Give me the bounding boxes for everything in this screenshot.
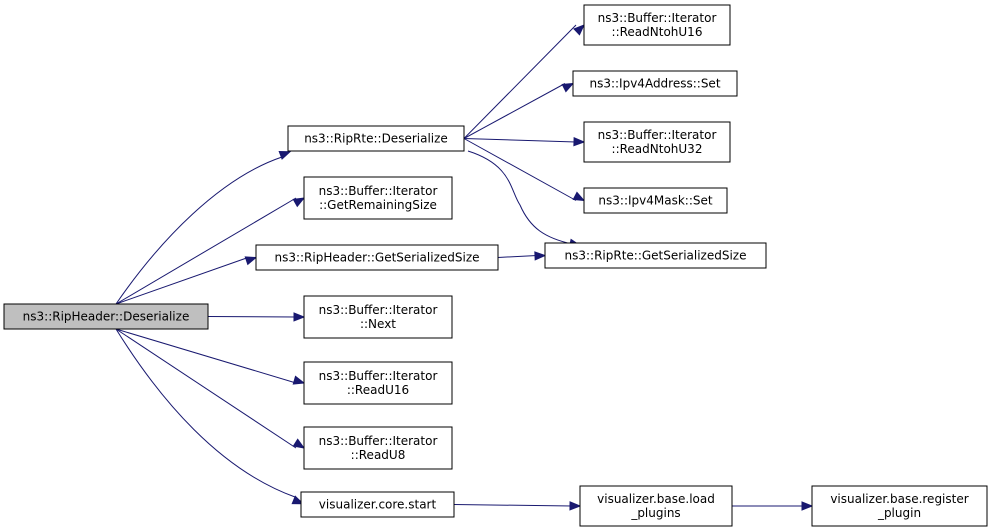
node-box: [572, 70, 738, 97]
edges-layer: [115, 24, 814, 511]
node-get-remaining-size[interactable]: ns3::Buffer::Iterator::GetRemainingSize: [303, 176, 453, 220]
node-register-plugin[interactable]: visualizer.base.register_plugin: [811, 485, 988, 527]
node-label-line: ns3::RipHeader::Deserialize: [23, 310, 190, 324]
node-label-line: ns3::Buffer::Iterator: [319, 434, 438, 448]
edge-core-start-to-load-plugins: [453, 501, 582, 511]
edge-root-to-get-remaining-size: [115, 197, 306, 305]
node-label-line: ns3::Buffer::Iterator: [319, 303, 438, 317]
node-label-line: visualizer.base.register: [830, 492, 968, 506]
node-box: [255, 244, 499, 271]
edge-riprte-deserialize-to-ipv4mask-set: [463, 138, 586, 202]
node-ipv4mask-set[interactable]: ns3::Ipv4Mask::Set: [583, 187, 728, 214]
edge-root-to-riprte-deserialize: [115, 150, 292, 305]
node-root[interactable]: ns3::RipHeader::Deserialize: [3, 303, 209, 330]
node-label-line: ns3::Buffer::Iterator: [598, 11, 717, 25]
node-box: [583, 4, 731, 46]
node-label-line: ns3::RipHeader::GetSerializedSize: [274, 251, 479, 265]
edge-root-to-core-start: [115, 328, 305, 505]
edge-root-to-next: [207, 312, 306, 322]
node-label-line: ::GetRemainingSize: [319, 198, 437, 212]
node-box: [811, 485, 988, 527]
node-box: [544, 242, 767, 269]
edge-root-to-read-u8: [115, 328, 306, 449]
nodes-layer: ns3::RipHeader::Deserialize ns3::RipRte::…: [3, 4, 988, 527]
node-label-line: ns3::Buffer::Iterator: [598, 128, 717, 142]
node-load-plugins[interactable]: visualizer.base.load_plugins: [579, 485, 733, 527]
node-box: [287, 125, 465, 152]
node-box: [583, 121, 731, 163]
node-riprte-deserialize[interactable]: ns3::RipRte::Deserialize: [287, 125, 465, 152]
node-next[interactable]: ns3::Buffer::Iterator::Next: [303, 295, 453, 339]
node-label-line: _plugins: [630, 506, 680, 520]
node-read-u8[interactable]: ns3::Buffer::Iterator::ReadU8: [303, 426, 453, 470]
node-ipv4address-set[interactable]: ns3::Ipv4Address::Set: [572, 70, 738, 97]
edge-ripheader-get-serialized-size-to-riprte-get-serialized-size: [497, 251, 547, 261]
node-read-ntoh-u16[interactable]: ns3::Buffer::Iterator::ReadNtohU16: [583, 4, 731, 46]
node-label-line: visualizer.base.load: [597, 492, 715, 506]
node-box: [303, 295, 453, 339]
node-ripheader-get-serialized-size[interactable]: ns3::RipHeader::GetSerializedSize: [255, 244, 499, 271]
node-label-line: ::ReadU16: [347, 383, 409, 397]
node-label-line: _plugin: [877, 506, 921, 520]
edge-load-plugins-to-register-plugin: [732, 501, 814, 511]
edge-riprte-deserialize-to-ipv4address-set: [463, 82, 575, 139]
node-box: [3, 303, 209, 330]
node-label-line: ::ReadU8: [351, 448, 406, 462]
node-label-line: ::ReadNtohU32: [612, 142, 703, 156]
node-box: [579, 485, 733, 527]
node-label-line: ns3::Buffer::Iterator: [319, 369, 438, 383]
node-read-ntoh-u32[interactable]: ns3::Buffer::Iterator::ReadNtohU32: [583, 121, 731, 163]
node-read-u16[interactable]: ns3::Buffer::Iterator::ReadU16: [303, 361, 453, 405]
edge-root-to-ripheader-get-serialized-size: [115, 256, 258, 305]
node-label-line: visualizer.core.start: [319, 498, 437, 512]
edge-riprte-deserialize-to-read-ntoh-u32: [463, 136, 586, 147]
node-label-line: ns3::RipRte::Deserialize: [304, 132, 448, 146]
node-box: [303, 361, 453, 405]
node-label-line: ns3::RipRte::GetSerializedSize: [565, 249, 747, 263]
node-box: [303, 176, 453, 220]
edge-riprte-deserialize-to-riprte-get-serialized-size: [467, 150, 582, 248]
edge-riprte-deserialize-to-read-ntoh-u16: [463, 24, 585, 139]
edge-root-to-read-u16: [115, 328, 306, 385]
node-core-start[interactable]: visualizer.core.start: [300, 491, 455, 518]
node-label-line: ::Next: [360, 317, 396, 331]
node-box: [300, 491, 455, 518]
node-box: [303, 426, 453, 470]
node-label-line: ::ReadNtohU16: [612, 25, 703, 39]
node-box: [583, 187, 728, 214]
node-label-line: ns3::Ipv4Mask::Set: [598, 194, 712, 208]
node-label-line: ns3::Buffer::Iterator: [319, 184, 438, 198]
node-riprte-get-serialized-size[interactable]: ns3::RipRte::GetSerializedSize: [544, 242, 767, 269]
node-label-line: ns3::Ipv4Address::Set: [589, 77, 720, 91]
